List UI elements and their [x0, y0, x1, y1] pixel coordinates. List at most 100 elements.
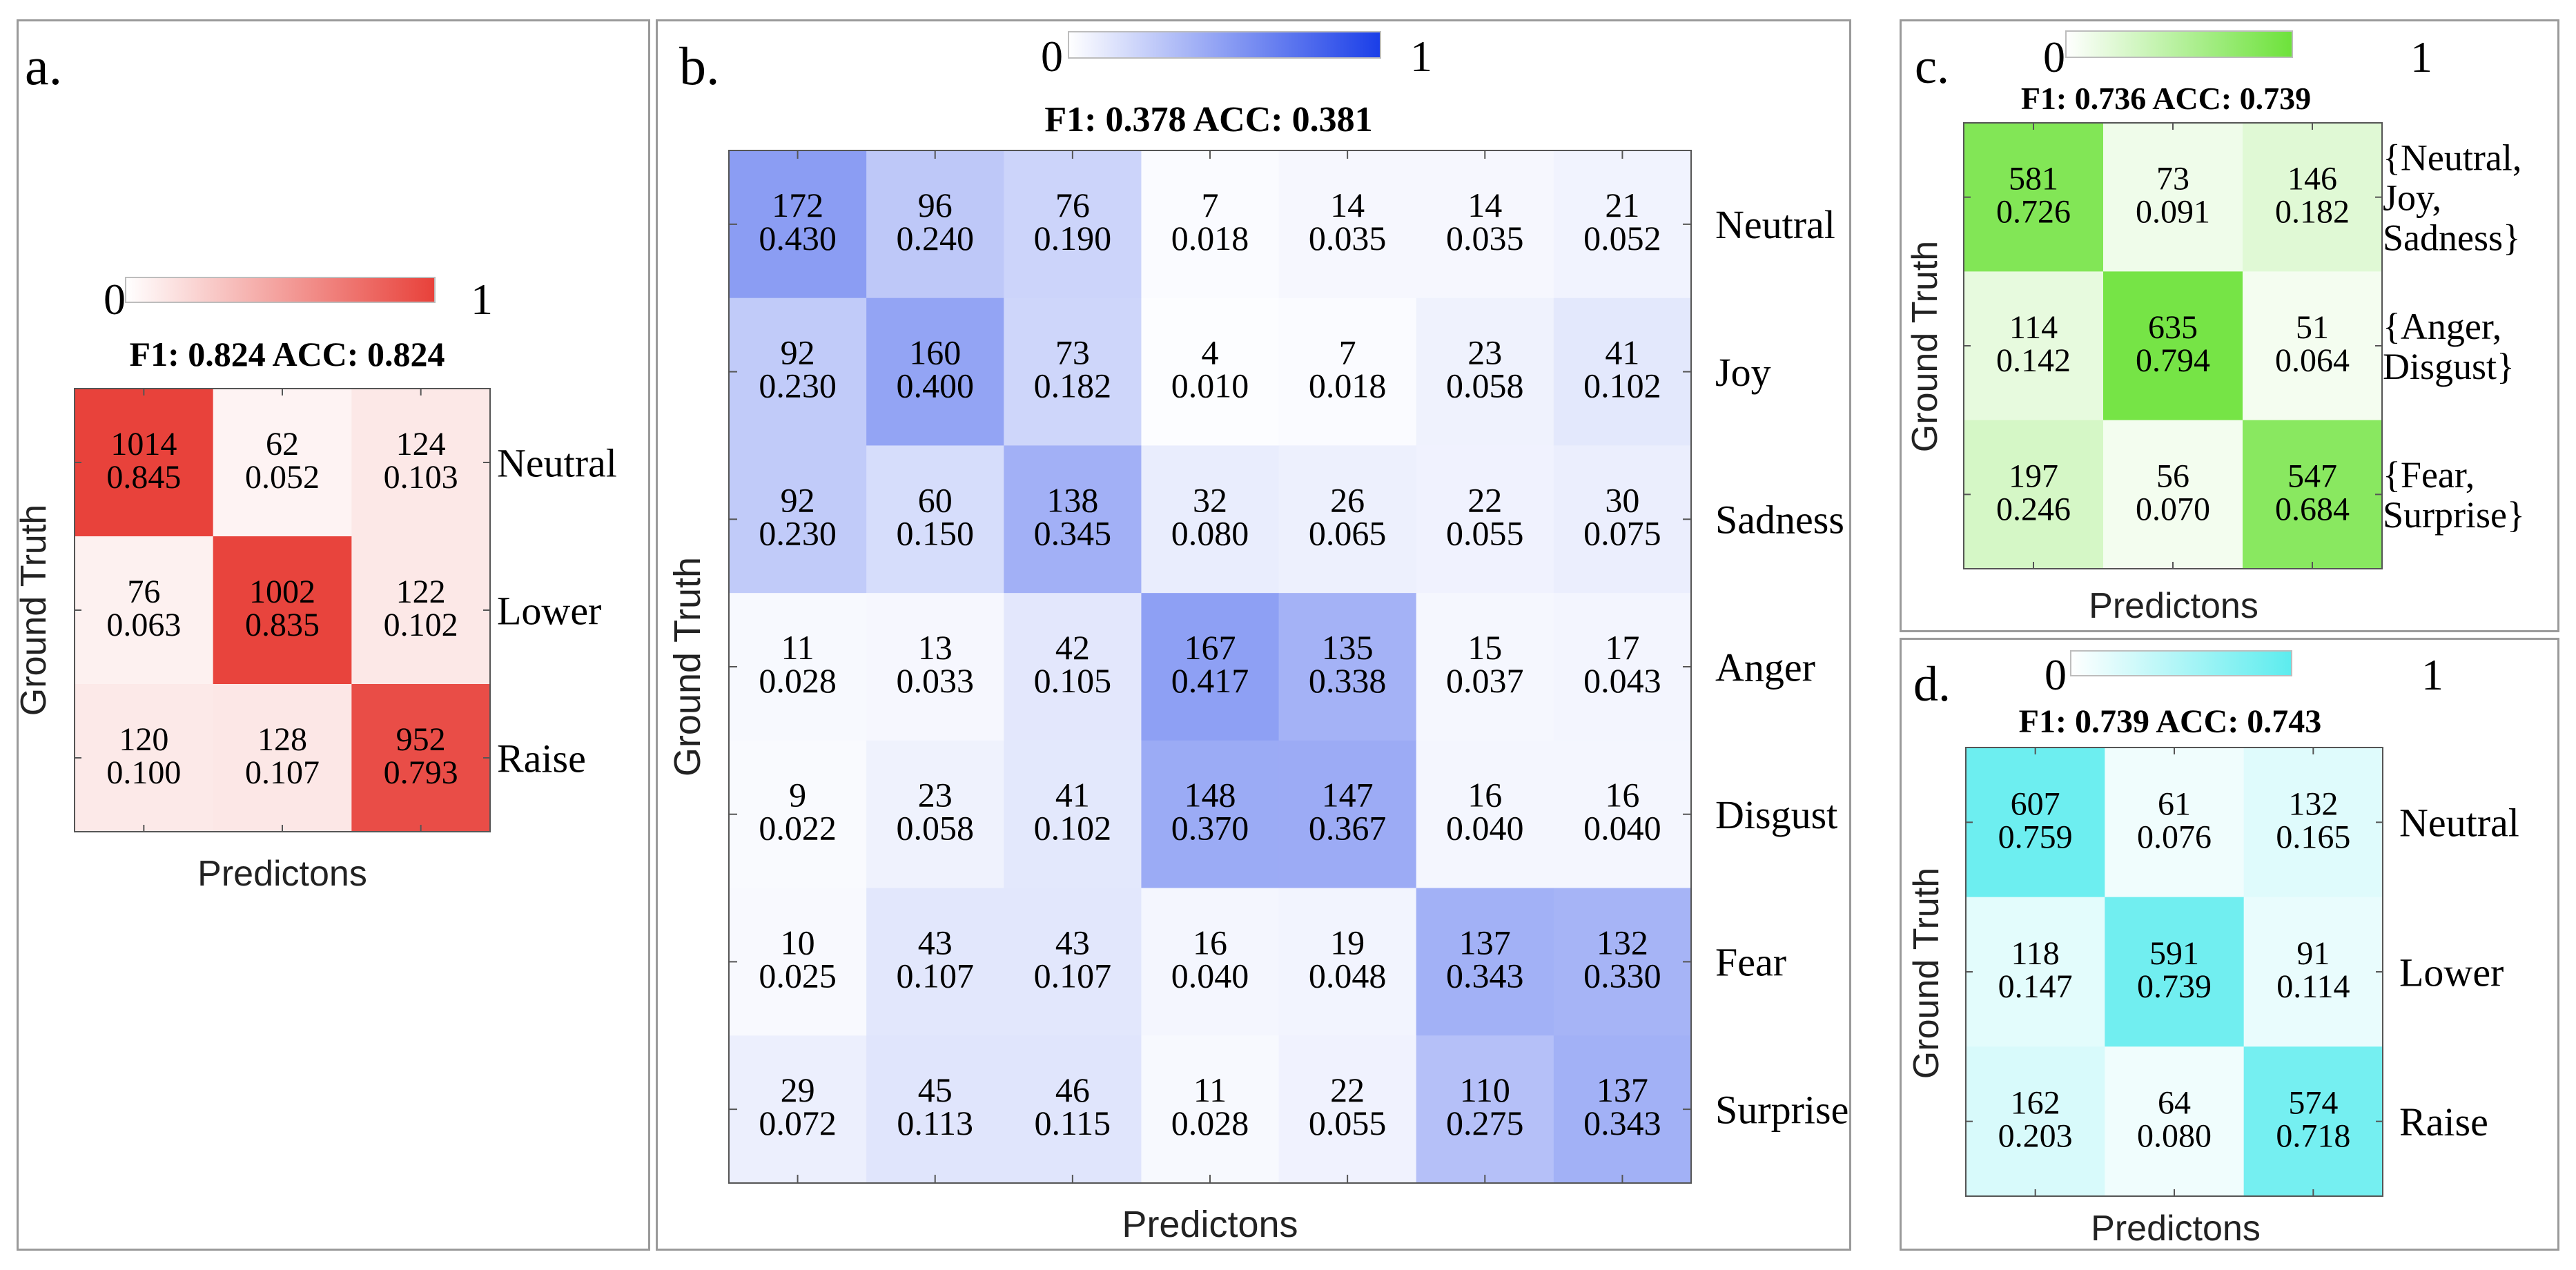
panel-a-cell-count-r2-c2: 952 [396, 721, 446, 758]
panel-a-x-axis-label: Predictons [197, 854, 367, 894]
panel-b-cell-count-r1-c3: 4 [1202, 333, 1219, 372]
panel-a-row-label-0: Neutral [497, 440, 617, 485]
panel-d-cell-count-r0-c0: 607 [2011, 785, 2060, 822]
panel-d-cell-r2-c0 [1966, 1046, 2105, 1197]
panel-b-cell-ratio-r1-c2: 0.182 [1034, 367, 1112, 405]
panel-b-cell-count-r6-c3: 11 [1193, 1071, 1227, 1109]
panel-c-cell-count-r0-c2: 146 [2287, 161, 2337, 197]
panel-b-cell-ratio-r0-c6: 0.052 [1583, 219, 1661, 257]
panel-c-cell-count-r2-c0: 197 [2009, 458, 2058, 494]
panel-c-cell-r2-c2 [2243, 420, 2383, 569]
panel-a-y-axis-label: Ground Truth [14, 505, 54, 716]
panel-b-cell-count-r5-c6: 132 [1597, 923, 1648, 961]
panel-c-row-label-0: {Neutral,Joy,Sadness} [2383, 137, 2521, 259]
panel-b-cell-count-r5-c1: 43 [918, 923, 953, 961]
panel-b-row-label-5: Fear [1715, 940, 1786, 985]
panel-b-cell-count-r6-c1: 45 [918, 1071, 953, 1109]
panel-b-cell-r1-c6 [1553, 297, 1692, 446]
panel-b-cell-r4-c6 [1553, 740, 1692, 889]
panel-a-cell-ratio-r1-c1: 0.835 [245, 607, 320, 643]
panel-a-cell-ratio-r0-c0: 0.845 [106, 459, 181, 496]
panel-a-cell-ratio-r2-c2: 0.793 [384, 754, 458, 791]
panel-a-cell-count-r2-c0: 120 [119, 721, 168, 758]
panel-d-cell-count-r1-c0: 118 [2011, 935, 2060, 972]
panel-b-cell-ratio-r2-c0: 0.230 [759, 514, 837, 552]
panel-d-cell-r1-c0 [1966, 897, 2105, 1047]
panel-b-cell-r4-c1 [866, 740, 1004, 889]
panel-b-cell-ratio-r2-c3: 0.080 [1171, 514, 1249, 552]
panel-b-cell-r6-c6 [1553, 1035, 1692, 1184]
panel-b-cell-r5-c5 [1416, 888, 1554, 1036]
panel-b-cell-ratio-r3-c1: 0.033 [896, 661, 974, 700]
panel-c-cell-r1-c1 [2103, 271, 2243, 421]
panel-d-cell-r0-c2 [2243, 748, 2383, 898]
panel-b-cell-count-r5-c4: 19 [1330, 923, 1365, 961]
panel-b-cell-ratio-r4-c5: 0.040 [1446, 809, 1524, 848]
panel-a-cell-r0-c2 [351, 389, 491, 537]
panel-b-cell-count-r3-c4: 135 [1322, 628, 1374, 667]
panel-b-cell-ratio-r5-c6: 0.330 [1583, 956, 1661, 995]
panel-d-cell-count-r0-c1: 61 [2158, 785, 2191, 822]
panel-b-cell-r0-c0 [729, 150, 867, 299]
panel-b-cell-count-r5-c2: 43 [1055, 923, 1090, 961]
panel-c-colorbar-max-label: 1 [2410, 32, 2432, 81]
panel-b-cell-count-r3-c3: 167 [1184, 628, 1236, 667]
panel-b-cell-ratio-r4-c0: 0.022 [759, 809, 837, 848]
panel-b-row-label-0: Neutral [1715, 202, 1835, 247]
panel-a-row-label-2: Raise [497, 736, 586, 781]
panel-d-x-axis-label: Predictons [2091, 1209, 2261, 1249]
panel-a-cell-count-r0-c2: 124 [396, 426, 446, 462]
panel-b-cell-r5-c2 [1004, 888, 1142, 1036]
panel-c-cell-ratio-r2-c0: 0.246 [1996, 491, 2071, 527]
panel-d-title: F1: 0.739 ACC: 0.743 [2019, 703, 2322, 740]
panel-d-cell-ratio-r1-c0: 0.147 [1998, 968, 2073, 1005]
panel-a-title: F1: 0.824 ACC: 0.824 [130, 335, 445, 373]
panel-b-cell-count-r6-c2: 46 [1055, 1071, 1090, 1109]
panel-a-cell-r0-c1 [213, 389, 352, 537]
panel-c-row-label-1: {Anger,Disgust} [2383, 306, 2515, 387]
panel-c-cell-count-r1-c0: 114 [2009, 309, 2058, 346]
panel-b-cell-ratio-r3-c2: 0.105 [1034, 661, 1112, 700]
panel-b-row-label-6: Surprise [1715, 1087, 1848, 1132]
panel-c-cell-count-r0-c0: 581 [2009, 161, 2058, 197]
panel-d-cell-count-r0-c2: 132 [2288, 785, 2338, 822]
panel-b-cell-ratio-r1-c0: 0.230 [759, 367, 837, 405]
panel-a-cell-ratio-r1-c0: 0.063 [106, 607, 181, 643]
panel-b-cell-count-r2-c6: 30 [1605, 480, 1639, 519]
panel-b-cell-ratio-r1-c1: 0.400 [896, 367, 974, 405]
panel-c-cell-ratio-r0-c2: 0.182 [2275, 194, 2350, 231]
panel-b-cell-ratio-r4-c6: 0.040 [1583, 809, 1661, 848]
panel-b-cell-ratio-r2-c2: 0.345 [1034, 514, 1112, 552]
panel-b-cell-r2-c4 [1278, 445, 1417, 594]
panel-b-cell-ratio-r2-c6: 0.075 [1583, 514, 1661, 552]
panel-c-cell-r2-c0 [1964, 420, 2104, 569]
panel-b-cell-count-r0-c0: 172 [772, 186, 823, 224]
panel-a-colorbar-min-label: 0 [104, 275, 126, 324]
panel-b-cell-r2-c2 [1004, 445, 1142, 594]
panel-b-cell-r4-c2 [1004, 740, 1142, 889]
panel-c-colorbar-min-label: 0 [2043, 32, 2065, 81]
panel-d-cell-r1-c2 [2243, 897, 2383, 1047]
panel-d-cell-ratio-r2-c1: 0.080 [2137, 1118, 2212, 1155]
panel-d-cell-ratio-r1-c2: 0.114 [2276, 968, 2350, 1005]
panel-a-cell-count-r1-c0: 76 [127, 574, 160, 610]
panel-b-cell-count-r0-c2: 76 [1055, 186, 1090, 224]
panel-b-row-label-1: Joy [1715, 350, 1771, 395]
panel-b-title: F1: 0.378 ACC: 0.381 [1044, 100, 1372, 139]
panel-c-cell-count-r2-c2: 547 [2287, 458, 2337, 494]
panel-c-title: F1: 0.736 ACC: 0.739 [2021, 81, 2311, 116]
panel-b-cell-ratio-r5-c1: 0.107 [896, 956, 974, 995]
panel-b-cell-r6-c0 [729, 1035, 867, 1184]
panel-b-cell-count-r3-c2: 42 [1055, 628, 1090, 667]
panel-b-cell-ratio-r4-c1: 0.058 [896, 809, 974, 848]
panel-b-cell-count-r5-c0: 10 [781, 923, 815, 961]
panel-b-label: b. [679, 36, 720, 96]
panel-b-cell-r1-c1 [866, 297, 1004, 446]
panel-b-x-axis-label: Predictons [1122, 1204, 1298, 1245]
panel-b-cell-count-r6-c5: 110 [1460, 1071, 1510, 1109]
panel-d-colorbar [2070, 650, 2292, 676]
panel-b-cell-r6-c4 [1278, 1035, 1417, 1184]
panel-b-cell-r5-c1 [866, 888, 1004, 1036]
panel-d-cell-r0-c0 [1966, 748, 2105, 898]
